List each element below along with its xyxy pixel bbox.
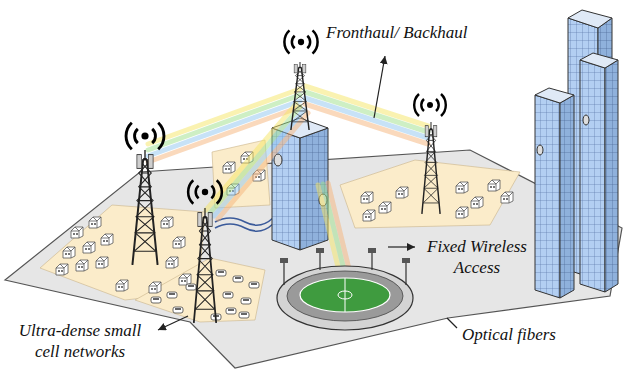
houses [396,187,408,198]
cars [151,270,259,320]
stadium [287,271,403,321]
skyscrapers [560,95,574,298]
houses [471,197,483,208]
cars [249,282,259,288]
houses [89,217,101,228]
houses [456,207,468,218]
houses [173,237,185,248]
microwave-beams [206,104,296,210]
microwave-beams [214,110,304,216]
microwave-beams [210,107,300,213]
houses [501,192,513,203]
fiber-links [215,218,273,231]
radio-wave-icons [188,180,222,203]
houses [83,242,95,253]
houses [63,247,75,258]
skyscrapers [535,88,574,103]
cars [151,297,161,303]
microwave-beams [328,183,350,273]
leader-lines [447,318,457,328]
houses [379,202,391,213]
skyscrapers [580,53,618,68]
central-building [274,154,282,166]
skyscrapers [537,145,543,155]
stadium [402,258,410,263]
skyscrapers [605,60,618,292]
microwave-beams [305,104,428,144]
stadium [368,248,376,253]
houses [361,192,373,203]
houses [161,217,173,228]
skyscrapers [580,60,605,292]
houses [166,257,178,268]
houses [179,274,191,285]
leader-lines [388,246,415,247]
houses [456,182,468,193]
skyscrapers [535,95,560,298]
radio-wave-icons [126,123,164,149]
stadium [345,278,346,312]
microwave-beams [305,98,428,138]
callout-label: Optical fibers [462,324,602,345]
cars [216,270,226,276]
cars [239,312,249,318]
houses [363,210,375,221]
base-station-towers [291,62,309,130]
stadium [280,258,288,263]
skyscrapers [568,10,612,28]
district-areas [135,258,265,322]
cars [233,276,243,282]
callout-label: Ultra-dense small cell networks [10,320,150,362]
leader-lines [158,316,188,330]
leader-lines [374,56,385,118]
houses [71,227,83,238]
cars [167,292,177,298]
radio-wave-icons [414,94,446,116]
stadium [300,278,390,312]
microwave-beams [148,86,428,275]
stadium [284,252,406,285]
callout-label: Fronthaul/ Backhaul [326,22,491,43]
houses [76,260,88,271]
central-building [262,238,332,239]
cars [173,307,183,313]
skyscrapers [583,115,589,125]
base-station-towers [132,150,157,265]
leader-lines [158,56,457,330]
microwave-beams [218,113,308,219]
radio-wave-icons [126,30,446,203]
houses [488,180,500,191]
houses [116,280,128,291]
cars [226,308,236,314]
callout-label: Fixed Wireless Access [418,236,536,278]
stadium [316,248,324,253]
base-station-towers [422,122,440,214]
houses [96,257,108,268]
houses [223,162,235,173]
stadium [277,266,413,330]
houses [101,234,113,245]
cars [186,284,196,290]
radio-wave-icons [284,30,317,53]
fiber-links [215,224,273,231]
base-station-towers [194,208,216,323]
skyscrapers [535,10,618,298]
houses [149,282,161,293]
stadium [338,291,352,299]
stadium [277,248,413,330]
cars [241,298,251,304]
houses [56,264,68,275]
cars [223,292,233,298]
